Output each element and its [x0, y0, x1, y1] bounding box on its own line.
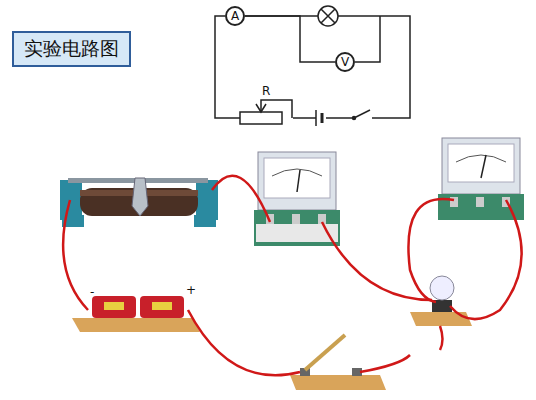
wire-connector: [245, 16, 335, 62]
red-wires: [63, 176, 522, 376]
title-box: 实验电路图: [12, 31, 131, 67]
text-label: +: [186, 283, 196, 297]
meter-letter: A: [231, 9, 239, 23]
wire-line: [245, 16, 335, 62]
meter-letter: V: [341, 55, 349, 69]
lamp: [410, 276, 472, 326]
rheostat: [60, 178, 218, 227]
switch: [290, 335, 386, 390]
meter-circle: V: [335, 52, 355, 72]
text-label: -: [90, 285, 94, 299]
meter-circle: A: [225, 6, 245, 26]
schematic-wires: [215, 6, 410, 126]
text-label: R: [262, 84, 270, 98]
battery-box: [72, 296, 200, 332]
